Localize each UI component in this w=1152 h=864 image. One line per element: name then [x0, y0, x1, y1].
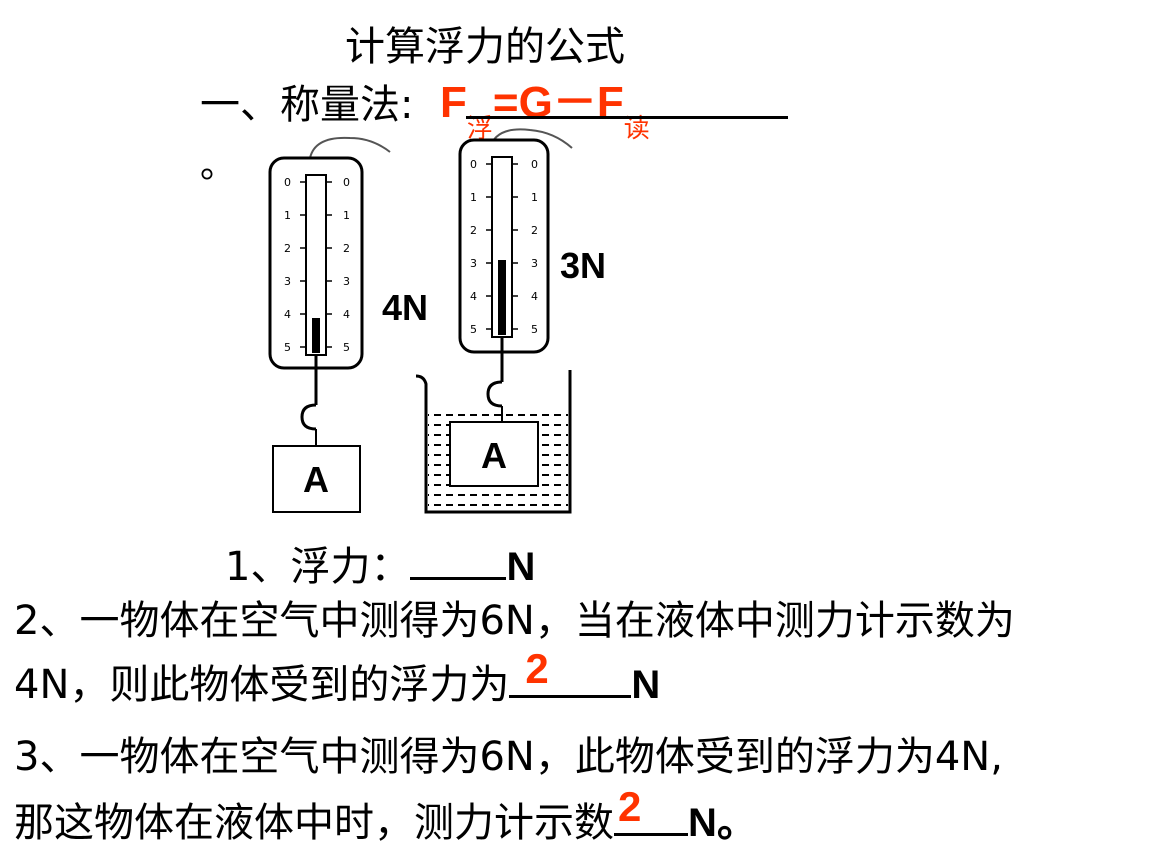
q2-blank: 2: [509, 645, 632, 698]
right-block: [449, 421, 539, 487]
beaker-outline: [415, 370, 572, 514]
left-block-label: A: [303, 459, 329, 500]
scale-tick-label: 2: [470, 224, 477, 237]
formula-f: F: [440, 78, 467, 127]
scale-tick-label: 4: [343, 308, 350, 321]
question-2-line-1: 2、一物体在空气中测得为6N，当在液体中测力计示数为: [14, 598, 1015, 644]
left-hook-icon: [300, 403, 317, 431]
scale-tick-label: 0: [531, 158, 538, 171]
question-2-line-2: 4N，则此物体受到的浮力为 2 N: [14, 645, 661, 710]
right-scale-level: [498, 260, 506, 335]
scale-tick-label: 1: [531, 191, 538, 204]
q1-unit: N: [506, 545, 536, 589]
scale-tick-label: 2: [343, 242, 350, 255]
question-1: 1、浮力： N: [225, 534, 535, 592]
scale-tick-label: 4: [470, 290, 477, 303]
q2-unit: N: [631, 663, 661, 707]
scale-tick-label: 1: [343, 209, 350, 222]
scale-tick-label: 4: [284, 308, 291, 321]
right-block-label: A: [481, 435, 507, 476]
right-spring-scale: 0 0 1 1 2 2 3 3 4 4 5 5 A: [415, 128, 573, 514]
q3-prefix: 那这物体在液体中时，测力计示数: [14, 800, 614, 846]
scale-tick-label: 5: [343, 341, 350, 354]
scale-tick-label: 3: [531, 257, 538, 270]
right-hook-icon: [486, 380, 503, 408]
scale-tick-label: 2: [531, 224, 538, 237]
scale-tick-label: 1: [284, 209, 291, 222]
left-reading: 4N: [382, 287, 428, 328]
scale-tick-label: 3: [470, 257, 477, 270]
right-reading: 3N: [560, 245, 606, 286]
scale-tick-label: 4: [531, 290, 538, 303]
right-scale-ticks: 0 0 1 1 2 2 3 3 4 4 5 5: [470, 158, 538, 336]
q3-unit: N。: [688, 801, 757, 845]
q1-prefix: 1、浮力：: [225, 544, 411, 590]
scale-tick-label: 5: [470, 323, 477, 336]
scale-tick-label: 3: [343, 275, 350, 288]
question-3-line-1: 3、一物体在空气中测得为6N，此物体受到的浮力为4N,: [14, 734, 1003, 780]
scale-tick-label: 0: [343, 176, 350, 189]
q2-prefix: 4N，则此物体受到的浮力为: [14, 662, 510, 708]
q1-blank: [410, 543, 507, 580]
method-period: 。: [200, 145, 237, 186]
left-scale-level: [312, 318, 320, 353]
scale-tick-label: 5: [531, 323, 538, 336]
left-block: [272, 445, 361, 513]
method-label: 一、称量法:: [200, 82, 414, 128]
q3-blank: 2: [614, 783, 688, 836]
scale-tick-label: 1: [470, 191, 477, 204]
formula-underline: [466, 116, 788, 119]
left-hand-icon: [309, 136, 391, 159]
scale-tick-label: 2: [284, 242, 291, 255]
scale-tick-label: 5: [284, 341, 291, 354]
page-title: 计算浮力的公式: [345, 24, 625, 70]
spring-scale-figure: 0 0 1 1 2 2 3 3 4 4 5 5 A 0 0 1 1 2 2 3 3 4 4 5 5 A 4N 3N: [268, 128, 606, 514]
scale-tick-label: 0: [470, 158, 477, 171]
q3-answer: 2: [618, 783, 642, 830]
right-hand-icon: [489, 128, 573, 149]
scale-tick-label: 3: [284, 275, 291, 288]
left-spring-scale: 0 0 1 1 2 2 3 3 4 4 5 5 A: [268, 136, 391, 513]
q2-answer: 2: [525, 645, 549, 692]
left-scale-ticks: 0 0 1 1 2 2 3 3 4 4 5 5: [284, 176, 350, 354]
scale-tick-label: 0: [284, 176, 291, 189]
